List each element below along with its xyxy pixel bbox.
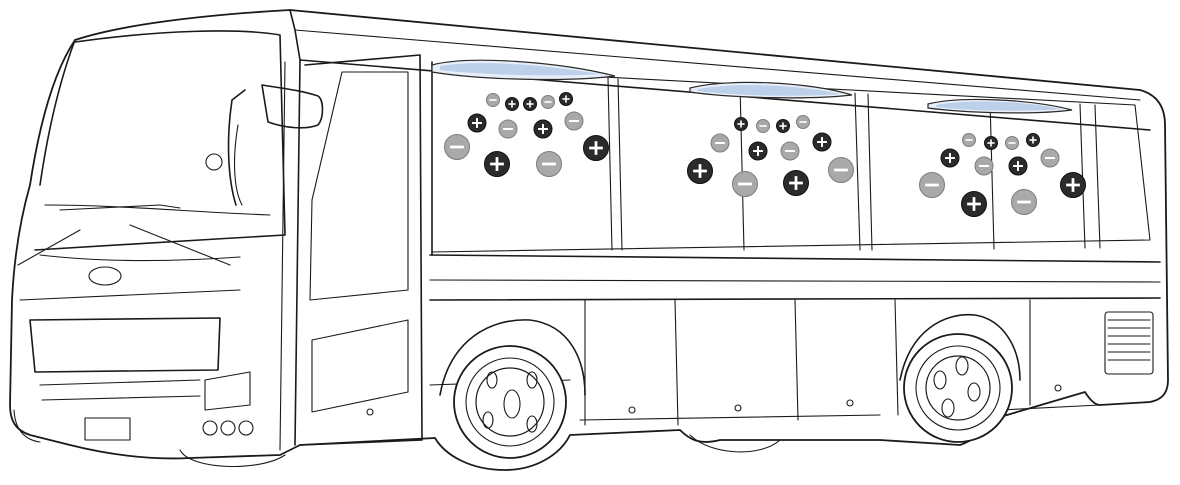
negative-charge-icon <box>920 173 945 198</box>
negative-charge-icon <box>757 120 770 133</box>
negative-charge-icon <box>829 158 854 183</box>
positive-charge-icon <box>985 137 998 150</box>
positive-charge-icon <box>777 120 790 133</box>
positive-charge-icon <box>468 114 486 132</box>
negative-charge-icon <box>565 112 583 130</box>
negative-charge-icon <box>711 134 729 152</box>
positive-charge-icon <box>534 120 552 138</box>
positive-charge-icon <box>560 93 573 106</box>
negative-charge-icon <box>537 152 562 177</box>
positive-charge-icon <box>1061 173 1086 198</box>
negative-charge-icon <box>445 135 470 160</box>
positive-charge-icon <box>584 136 609 161</box>
negative-charge-icon <box>781 142 799 160</box>
positive-charge-icon <box>524 98 537 111</box>
positive-charge-icon <box>485 152 510 177</box>
positive-charge-icon <box>1009 157 1027 175</box>
positive-charge-icon <box>688 159 713 184</box>
negative-charge-icon <box>1012 190 1037 215</box>
negative-charge-icon <box>499 120 517 138</box>
positive-charge-icon <box>962 192 987 217</box>
positive-charge-icon <box>813 133 831 151</box>
positive-charge-icon <box>749 142 767 160</box>
positive-charge-icon <box>735 118 748 131</box>
negative-charge-icon <box>975 157 993 175</box>
positive-charge-icon <box>941 149 959 167</box>
negative-charge-icon <box>1041 149 1059 167</box>
positive-charge-icon <box>1027 134 1040 147</box>
negative-charge-icon <box>797 116 810 129</box>
negative-charge-icon <box>542 96 555 109</box>
positive-charge-icon <box>506 98 519 111</box>
negative-charge-icon <box>963 134 976 147</box>
positive-charge-icon <box>784 171 809 196</box>
negative-charge-icon <box>487 94 500 107</box>
negative-charge-icon <box>1006 137 1019 150</box>
negative-charge-icon <box>733 172 758 197</box>
